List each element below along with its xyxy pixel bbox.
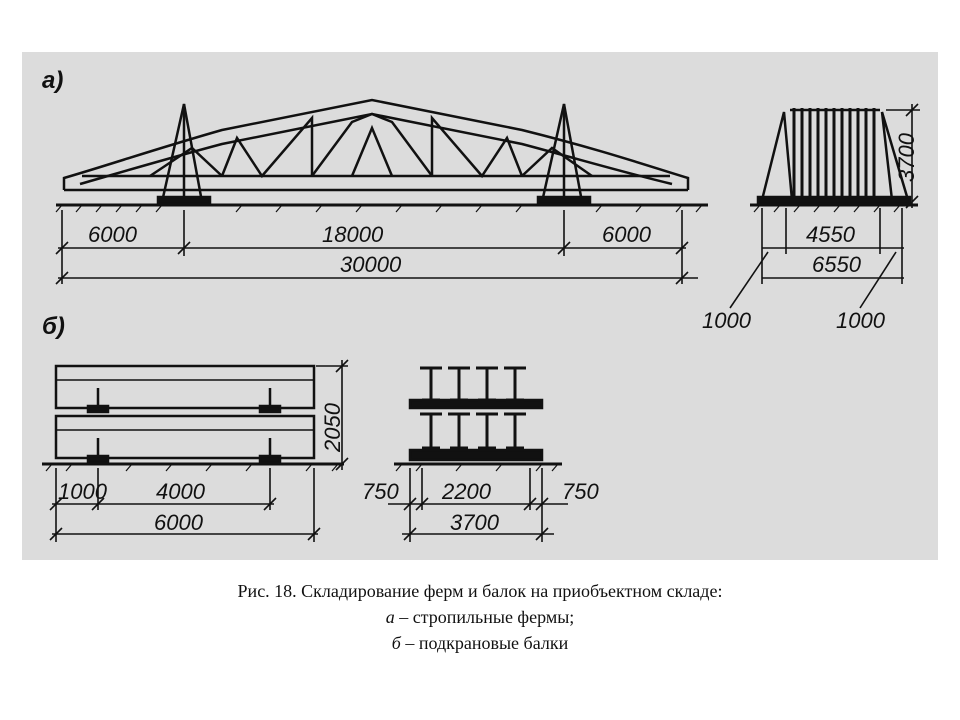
figure-panel: а) xyxy=(22,52,938,560)
dim-end-left: 750 xyxy=(362,479,399,504)
dim-end-total: 6550 xyxy=(812,252,862,277)
dim-beam-height: 2050 xyxy=(320,402,345,453)
dim-end-offset-left: 1000 xyxy=(702,308,752,333)
dim-total-span: 30000 xyxy=(340,252,402,277)
caption-text-a: – стропильные фермы; xyxy=(394,607,575,627)
panel-a-label: а) xyxy=(42,67,63,94)
caption-letter-b: б xyxy=(391,633,401,653)
dimension-lines-a-end xyxy=(729,103,920,309)
storage-diagram: а) xyxy=(22,52,938,560)
dim-middle-span: 18000 xyxy=(322,222,384,247)
dim-end-mid: 2200 xyxy=(441,479,492,504)
dim-end-total-b: 3700 xyxy=(450,510,500,535)
dim-end-offset-right: 1000 xyxy=(836,308,886,333)
dim-beam-mid: 4000 xyxy=(156,479,206,504)
dimension-lines-a xyxy=(55,210,698,285)
caption-letter-a: а xyxy=(385,607,395,627)
dim-end-right: 750 xyxy=(562,479,599,504)
caption-line-b: б – подкрановые балки xyxy=(0,630,960,656)
beam-end-view xyxy=(394,366,562,472)
caption-text-b: – подкрановые балки xyxy=(400,633,569,653)
dim-beam-total: 6000 xyxy=(154,510,204,535)
dim-beam-left: 1000 xyxy=(58,479,108,504)
dim-stack-height: 3700 xyxy=(894,132,919,182)
truss-side-view xyxy=(55,98,708,213)
caption-line-a: а – стропильные фермы; xyxy=(0,604,960,630)
dim-end-inner: 4550 xyxy=(806,222,856,247)
truss-end-view xyxy=(750,108,918,213)
beam-side-view xyxy=(42,364,344,472)
dim-left-span: 6000 xyxy=(88,222,138,247)
panel-b-label: б) xyxy=(42,313,65,340)
caption-title: Рис. 18. Складирование ферм и балок на п… xyxy=(237,581,723,601)
dim-right-span: 6000 xyxy=(602,222,652,247)
dimension-lines-b xyxy=(49,359,349,542)
dimension-lines-b-end xyxy=(388,468,568,542)
figure-caption: Рис. 18. Складирование ферм и балок на п… xyxy=(0,578,960,656)
